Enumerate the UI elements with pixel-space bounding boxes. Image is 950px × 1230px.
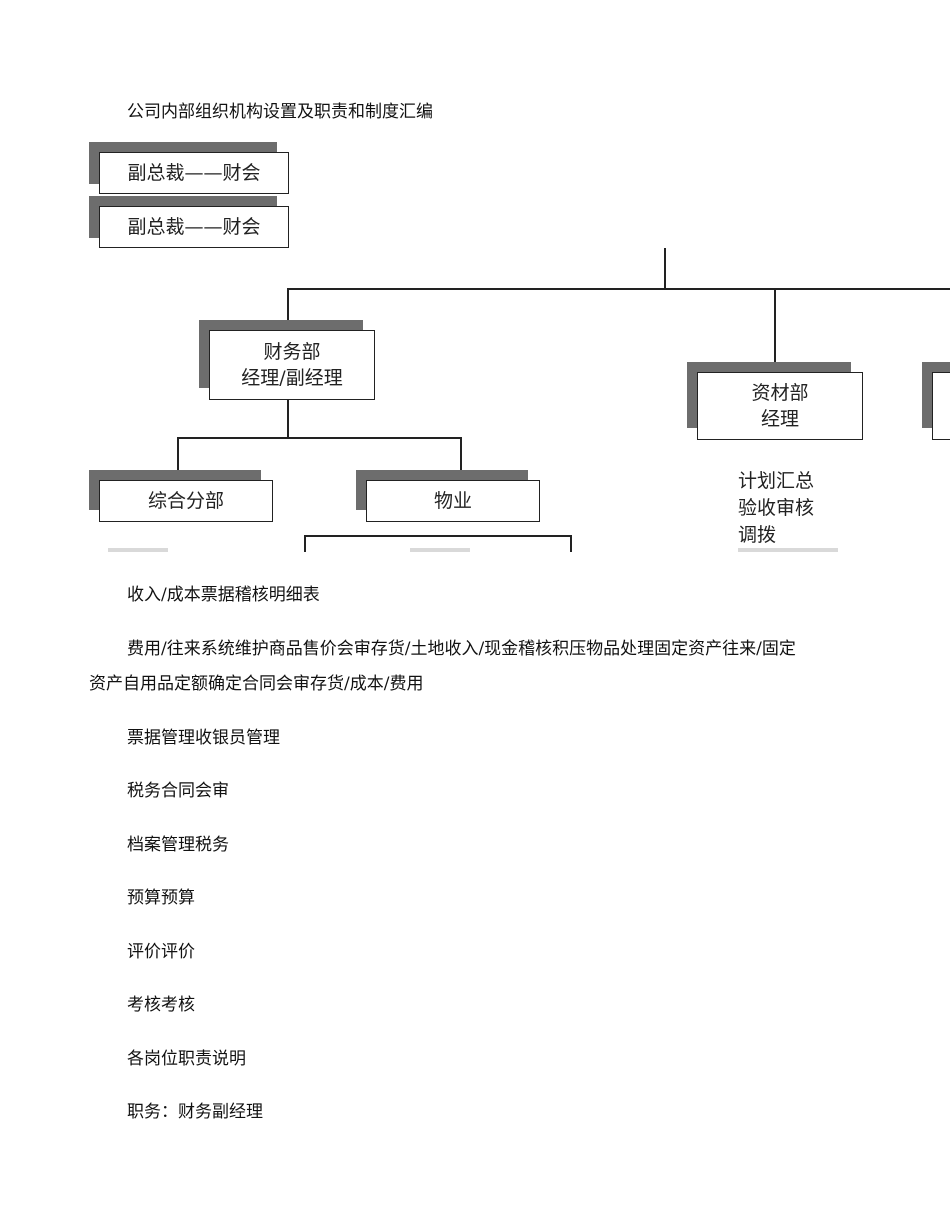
document-heading: 公司内部组织机构设置及职责和制度汇编 — [127, 102, 433, 122]
connector-line — [664, 248, 666, 290]
duty-item: 验收审核 — [738, 497, 815, 519]
cutoff-fragment — [410, 548, 470, 552]
vp-finance-box-duplicate: 副总裁——财会 — [99, 206, 289, 248]
paragraph: 各岗位职责说明 — [127, 1049, 246, 1069]
connector-line — [287, 288, 950, 290]
connector-line — [304, 535, 572, 537]
paragraph: 预算预算 — [127, 888, 195, 908]
vp-finance-label: 副总裁——财会 — [127, 162, 261, 184]
materials-dept-title: 资材部 — [751, 382, 809, 404]
connector-line — [460, 437, 462, 470]
materials-dept-box: 资材部 经理 — [697, 372, 863, 440]
connector-line — [287, 288, 289, 330]
duty-item: 调拨 — [738, 524, 777, 546]
paragraph: 评价评价 — [127, 942, 195, 962]
connector-line — [774, 288, 776, 372]
connector-line — [287, 400, 289, 438]
paragraph: 考核考核 — [127, 995, 195, 1015]
connector-line — [570, 535, 572, 552]
paragraph: 票据管理收银员管理 — [127, 728, 280, 748]
duty-item: 计划汇总 — [738, 470, 815, 492]
connector-line — [177, 437, 462, 439]
vp-finance-box: 副总裁——财会 — [99, 152, 289, 194]
paragraph: 资产自用品定额确定合同会审存货/成本/费用 — [89, 674, 424, 694]
paragraph: 收入/成本票据稽核明细表 — [127, 585, 320, 605]
materials-dept-manager: 经理 — [760, 408, 799, 430]
finance-dept-manager: 经理/副经理 — [241, 367, 343, 389]
org-chart: 副总裁——财会 副总裁——财会 财务部 经理/副经理 综合分部 物业 资材部 经… — [0, 140, 950, 552]
finance-dept-box: 财务部 经理/副经理 — [209, 330, 375, 400]
materials-duties: 计划汇总 验收审核 调拨 — [738, 468, 814, 549]
general-branch-box: 综合分部 — [99, 480, 273, 522]
paragraph: 档案管理税务 — [127, 835, 229, 855]
general-branch-label: 综合分部 — [147, 490, 224, 512]
cutoff-dept-box — [932, 372, 950, 440]
paragraph: 职务：财务副经理 — [127, 1102, 263, 1122]
property-label: 物业 — [433, 490, 472, 512]
paragraph: 费用/往来系统维护商品售价会审存货/土地收入/现金稽核积压物品处理固定资产往来/… — [127, 639, 796, 659]
cutoff-fragment — [738, 548, 838, 552]
connector-line — [304, 535, 306, 552]
cutoff-fragment — [108, 548, 168, 552]
vp-finance-label: 副总裁——财会 — [127, 216, 261, 238]
property-box: 物业 — [366, 480, 540, 522]
finance-dept-title: 财务部 — [263, 341, 321, 363]
paragraph: 税务合同会审 — [127, 781, 229, 801]
connector-line — [177, 437, 179, 470]
